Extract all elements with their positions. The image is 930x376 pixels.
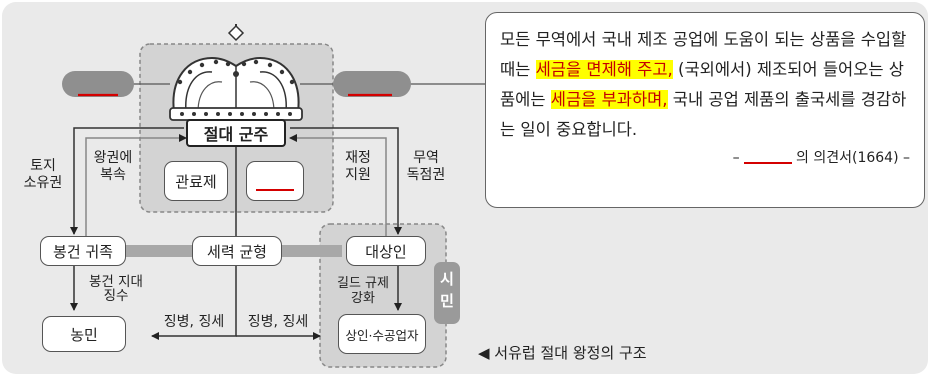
source-suffix: 의 의견서(1664) – xyxy=(796,150,910,166)
monarch-box: 절대 군주 xyxy=(186,119,286,147)
hidden-term-right xyxy=(333,71,411,97)
citizens-tag xyxy=(434,262,460,324)
quote-text-3: 국내 공업 제품의 출국세를 경감하는 일이 중요합니다. xyxy=(500,90,907,139)
source-blank xyxy=(744,148,793,164)
quote-text-2: (국외에서) 제조되어 들어오는 상품에는 xyxy=(500,60,904,109)
feudal-rent-label: 봉건 지대 징수 xyxy=(89,274,143,304)
submission-label: 왕권에 복속 xyxy=(93,150,133,183)
conscription-left-label: 징병, 징세 xyxy=(163,314,225,330)
bureaucracy-box: 관료제 xyxy=(164,161,228,201)
diagram-caption: ◀ 서유럽 절대 왕정의 구조 xyxy=(478,344,647,362)
artisans-box: 상인·수공업자 xyxy=(338,314,426,354)
peasants-box: 농민 xyxy=(42,316,126,352)
conscription-right-label: 징병, 징세 xyxy=(247,314,309,330)
citizens-label: 시민 xyxy=(440,270,454,310)
quote-highlight-1: 세금을 면제해 주고, xyxy=(535,60,673,79)
balance-box: 세력 균형 xyxy=(192,236,282,266)
hidden-term-left xyxy=(62,71,134,97)
finance-support-label: 재정 지원 xyxy=(345,150,371,183)
hidden-term-box xyxy=(246,161,304,201)
nobles-box: 봉건 귀족 xyxy=(40,236,126,266)
guild-control-label: 길드 규제 강화 xyxy=(337,276,389,306)
crown-icon xyxy=(169,24,303,121)
quote-box: 모든 무역에서 국내 제조 공업에 도움이 되는 상품을 수입할 때는 세금을 … xyxy=(485,12,925,208)
quote-highlight-2: 세금을 부과하며, xyxy=(550,90,668,109)
merchants-box: 대상인 xyxy=(346,236,426,266)
source-prefix: – xyxy=(732,150,740,166)
land-ownership-label: 토지 소유권 xyxy=(23,158,63,191)
hidden-term-underline xyxy=(256,189,294,191)
quote-text-1: 모든 무역에서 국내 제조 공업에 도움이 되는 상품을 수입할 때는 xyxy=(500,30,907,79)
quote-source: – 의 의견서(1664) – xyxy=(500,147,910,169)
trade-monopoly-label: 무역 독점권 xyxy=(406,150,446,183)
